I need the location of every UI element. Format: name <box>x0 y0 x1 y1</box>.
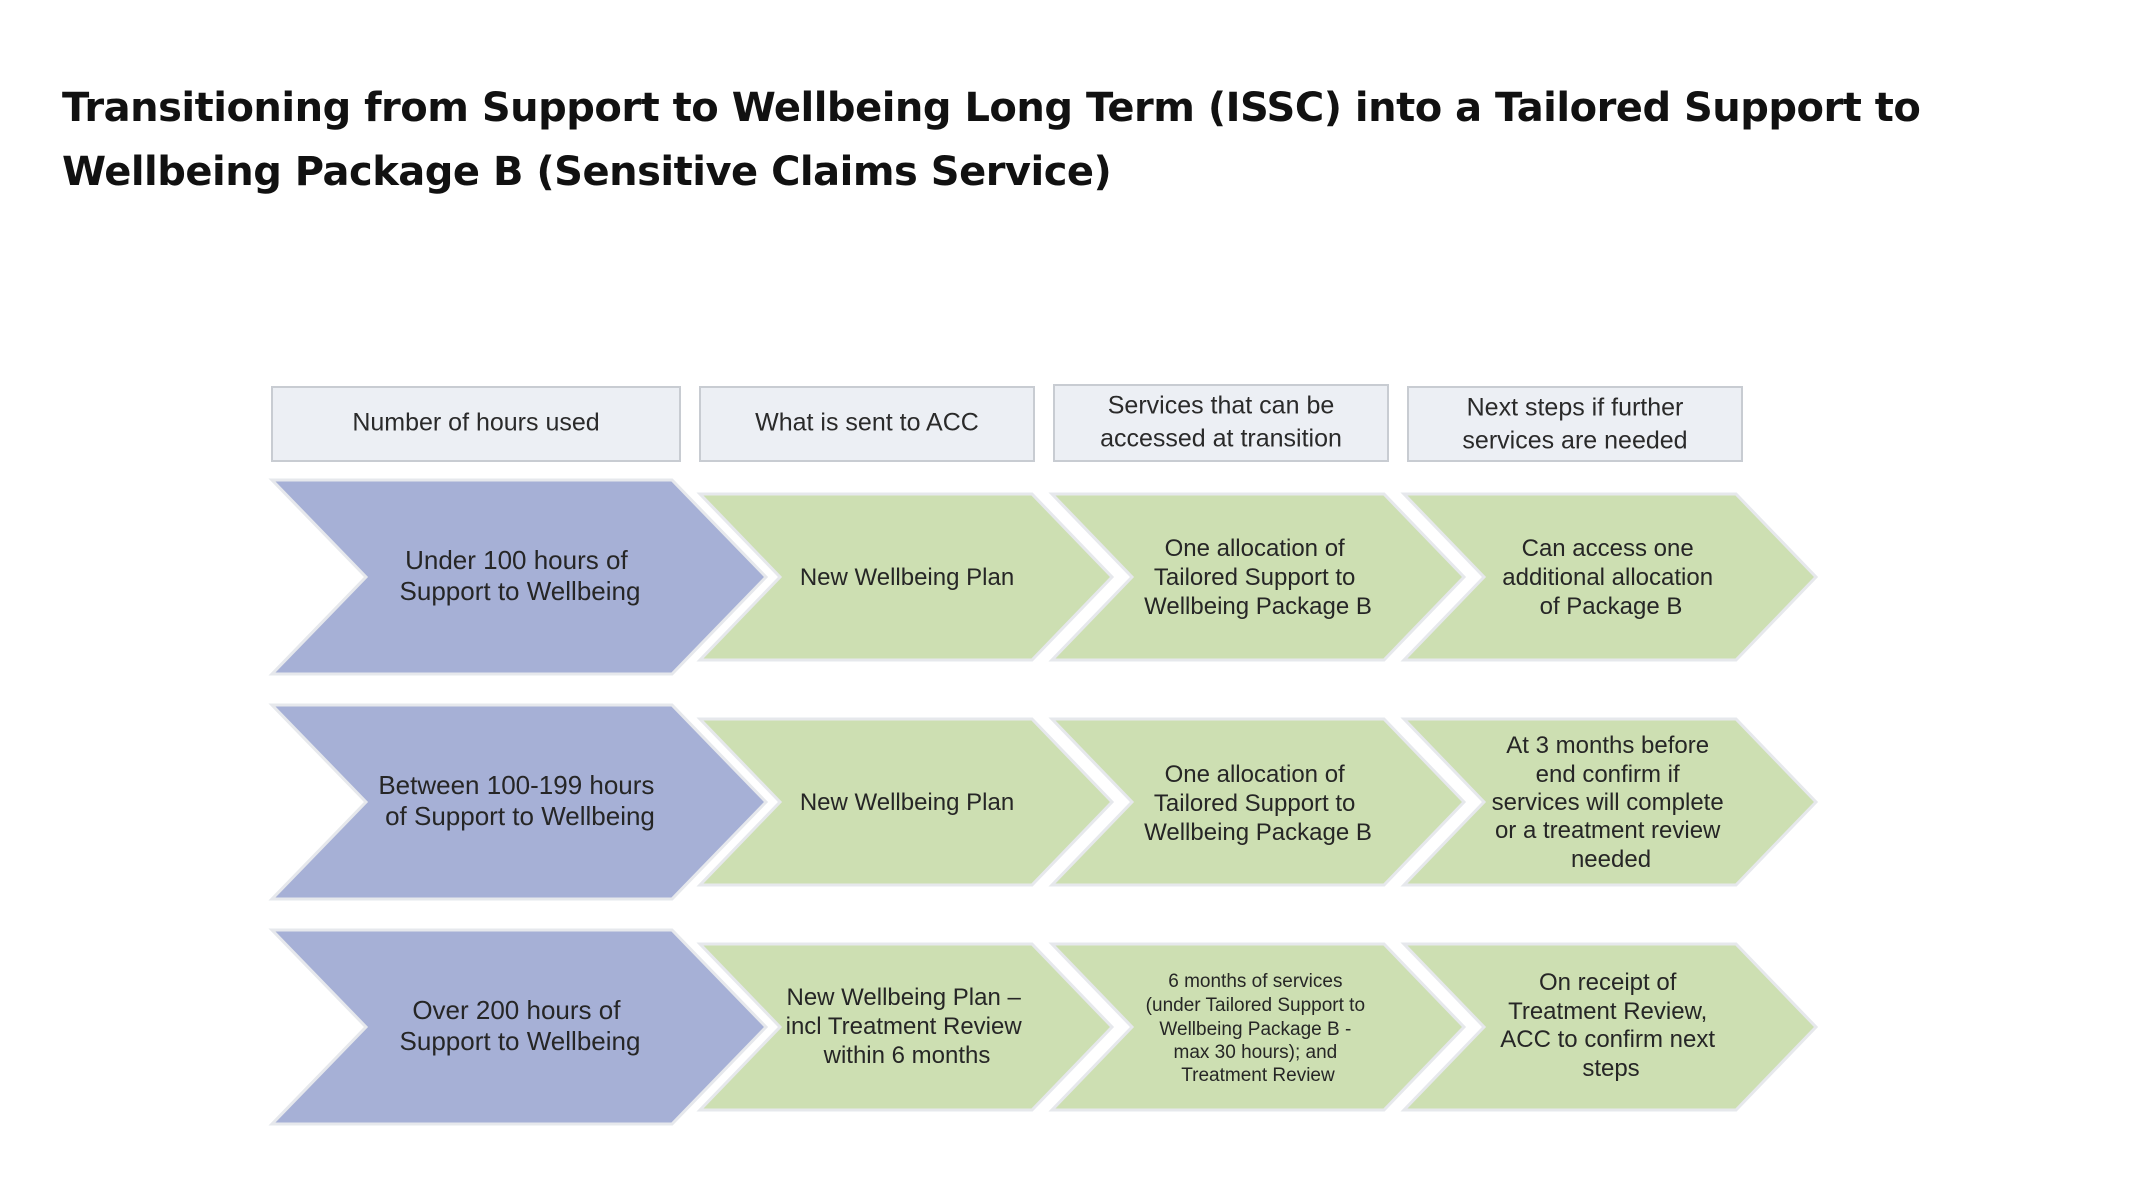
sent-chevron <box>696 717 1115 887</box>
row-100-199-hours: Between 100-199 hours of Support to Well… <box>268 703 1819 901</box>
header-box <box>1053 384 1389 462</box>
next-steps-chevron <box>1400 942 1819 1112</box>
column-header-next-steps: Next steps if further services are neede… <box>1407 386 1743 462</box>
page-title: Transitioning from Support to Wellbeing … <box>62 85 1921 195</box>
sent-text: New Wellbeing Plan <box>800 789 1014 816</box>
header-box <box>271 386 681 462</box>
sent-chevron <box>696 942 1115 1112</box>
header-box <box>699 386 1035 462</box>
hours-text: Over 200 hours of Support to Wellbeing <box>400 995 641 1056</box>
next-steps-chevron <box>1400 492 1819 662</box>
hours-chevron <box>268 478 769 676</box>
next-steps-text: Can access one additional allocation of … <box>1502 535 1720 620</box>
header-box <box>1407 386 1743 462</box>
sent-chevron <box>696 492 1115 662</box>
sent-text: New Wellbeing Plan <box>800 564 1014 591</box>
hours-chevron <box>268 928 769 1126</box>
next-steps-text: On receipt of Treatment Review, ACC to c… <box>1500 969 1721 1082</box>
services-chevron <box>1048 492 1467 662</box>
services-text: One allocation of Tailored Support to We… <box>1144 761 1372 846</box>
column-header-services: Services that can be accessed at transit… <box>1053 384 1389 462</box>
sent-text: New Wellbeing Plan – incl Treatment Revi… <box>786 984 1029 1069</box>
services-chevron <box>1048 942 1467 1112</box>
column-header-hours-used: Number of hours used <box>271 386 681 462</box>
header-hours-used-text: Number of hours used <box>352 409 599 437</box>
header-next-steps-text: services are needed <box>1462 427 1687 455</box>
services-text: 6 months of services (under Tailored Sup… <box>1146 971 1371 1086</box>
next-steps-text: At 3 months before end confirm if servic… <box>1492 732 1731 873</box>
hours-text: Between 100-199 hours of Support to Well… <box>378 770 661 831</box>
header-services-text: accessed at transition <box>1100 425 1342 453</box>
header-sent-to-acc-text: What is sent to ACC <box>755 409 979 437</box>
row-over-200-hours: Over 200 hours of Support to Wellbeing N… <box>268 928 1819 1126</box>
hours-chevron <box>268 703 769 901</box>
column-header-sent-to-acc: What is sent to ACC <box>699 386 1035 462</box>
next-steps-chevron <box>1400 717 1819 887</box>
services-text: One allocation of Tailored Support to We… <box>1144 535 1372 620</box>
row-under-100-hours: Under 100 hours of Support to Wellbeing … <box>268 478 1819 676</box>
header-services-text: Services that can be <box>1108 392 1335 420</box>
header-next-steps-text: Next steps if further <box>1467 394 1684 422</box>
hours-text: Under 100 hours of Support to Wellbeing <box>400 545 641 606</box>
services-chevron <box>1048 717 1467 887</box>
